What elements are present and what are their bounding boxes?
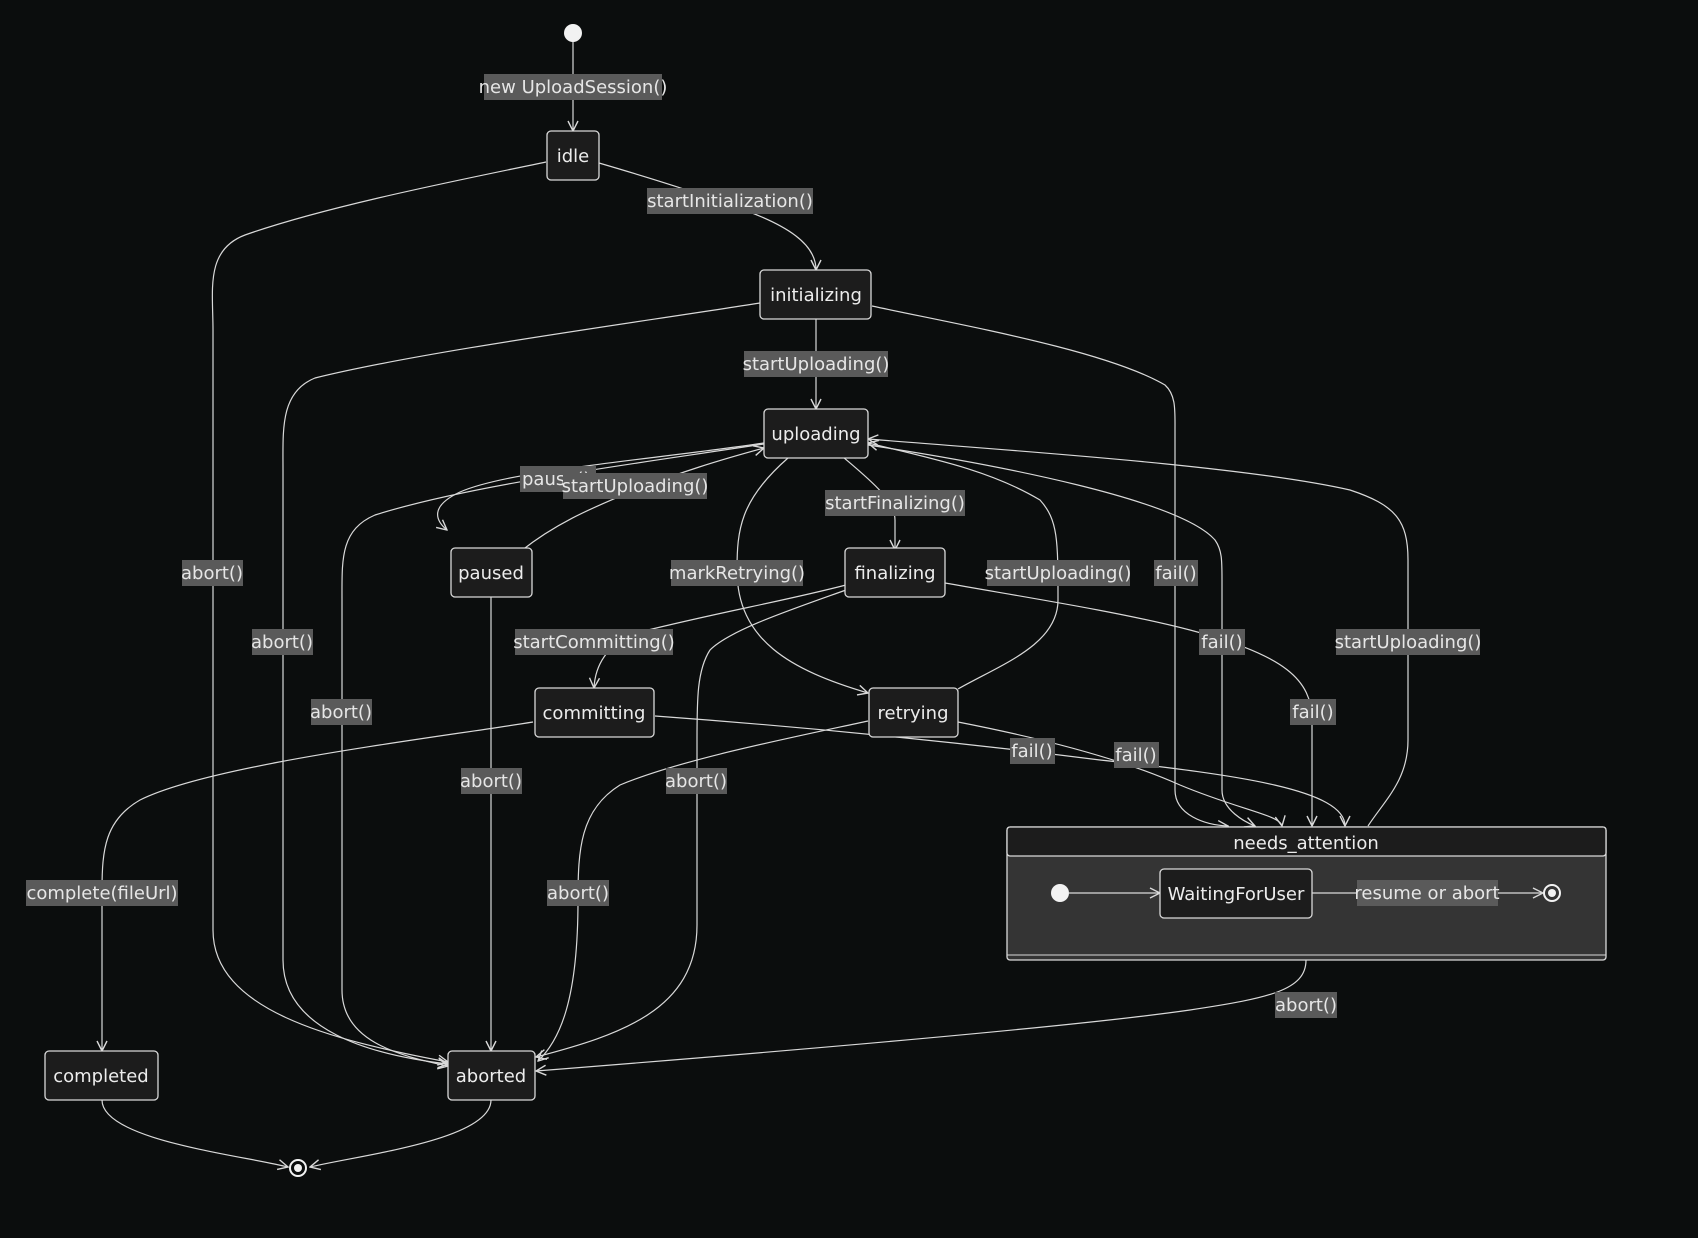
label-na-abort: abort() <box>1275 992 1337 1018</box>
edge-completed-to-end <box>101 1099 288 1167</box>
edge-idle-to-initializing <box>598 162 816 270</box>
state-needs-attention: needs_attention WaitingForUser resume or… <box>1006 826 1607 961</box>
state-uploading: uploading <box>763 408 869 459</box>
edge-committing-to-completed <box>102 721 534 1051</box>
state-committing: committing <box>534 687 655 738</box>
label-text: fail() <box>1011 741 1052 762</box>
label-retrying-fail: fail() <box>1114 742 1159 768</box>
label-text: startCommitting() <box>513 632 675 653</box>
state-label: uploading <box>771 424 860 445</box>
composite-title: needs_attention <box>1233 833 1378 854</box>
label-text: startInitialization() <box>647 191 813 212</box>
edge-needs-attention-to-uploading <box>868 439 1409 827</box>
label-na-start-uploading: startUploading() <box>1335 629 1482 655</box>
label-text: abort() <box>1275 995 1337 1016</box>
edge-initializing-to-aborted <box>282 302 761 1064</box>
edges <box>101 38 1409 1167</box>
label-text: fail() <box>1292 702 1333 723</box>
label-uploading-fail: fail() <box>1199 629 1245 655</box>
inner-final-state <box>1543 884 1561 902</box>
label-text: fail() <box>1201 632 1242 653</box>
label-paused-abort: abort() <box>460 768 522 794</box>
state-finalizing: finalizing <box>844 547 946 598</box>
state-completed: completed <box>44 1050 159 1101</box>
state-label: committing <box>543 703 646 724</box>
edge-uploading-to-needs-attention <box>867 444 1255 826</box>
edge-labels: new UploadSession() startInitialization(… <box>26 74 1481 1018</box>
label-text: resume or abort <box>1354 883 1499 904</box>
label-text: abort() <box>547 883 609 904</box>
label-finalizing-abort: abort() <box>665 768 727 794</box>
initial-state-dot <box>564 24 582 42</box>
label-resume-or-abort: resume or abort <box>1354 880 1500 906</box>
label-paused-start-uploading: startUploading() <box>562 473 709 499</box>
label-idle-abort: abort() <box>181 560 243 586</box>
edge-retrying-to-aborted <box>538 720 869 1061</box>
label-init-abort: abort() <box>251 629 313 655</box>
label-start-committing: startCommitting() <box>513 629 675 655</box>
state-aborted: aborted <box>447 1050 536 1101</box>
edge-retrying-to-uploading <box>868 443 1059 690</box>
label-retrying-start-uploading: startUploading() <box>985 560 1132 586</box>
edge-idle-to-aborted <box>211 161 547 1062</box>
final-state <box>289 1159 307 1177</box>
state-idle: idle <box>546 130 600 181</box>
label-text: abort() <box>460 771 522 792</box>
label-start-finalizing: startFinalizing() <box>825 490 965 516</box>
edge-uploading-to-aborted <box>341 443 765 1066</box>
label-text: startUploading() <box>562 476 709 497</box>
edge-paused-to-uploading <box>520 448 764 552</box>
state-label: retrying <box>877 703 948 724</box>
label-retrying-abort: abort() <box>547 880 609 906</box>
label-start-initialization: startInitialization() <box>647 188 813 214</box>
label-mark-retrying: markRetrying() <box>669 560 805 586</box>
label-text: startUploading() <box>985 563 1132 584</box>
label-text: complete(fileUrl) <box>26 883 177 904</box>
label-new-upload-session: new UploadSession() <box>479 74 668 100</box>
edge-aborted-to-end <box>310 1099 492 1167</box>
label-complete: complete(fileUrl) <box>26 880 178 906</box>
state-initializing: initializing <box>759 269 872 320</box>
state-retrying: retrying <box>868 687 959 738</box>
state-paused: paused <box>450 547 533 598</box>
label-init-start-uploading: startUploading() <box>743 351 890 377</box>
state-waiting-for-user: WaitingForUser <box>1159 868 1313 919</box>
state-label: initializing <box>770 285 862 306</box>
state-label: idle <box>557 146 590 167</box>
label-text: startUploading() <box>1335 632 1482 653</box>
edge-uploading-to-paused <box>438 442 765 530</box>
state-label: paused <box>458 563 524 584</box>
label-finalizing-fail: fail() <box>1290 699 1336 725</box>
label-text: startFinalizing() <box>825 493 965 514</box>
label-uploading-abort: abort() <box>310 699 372 725</box>
label-committing-fail: fail() <box>1010 738 1055 764</box>
label-text: fail() <box>1115 745 1156 766</box>
label-text: abort() <box>181 563 243 584</box>
state-label: finalizing <box>854 563 935 584</box>
state-label: WaitingForUser <box>1168 884 1305 905</box>
label-init-fail: fail() <box>1154 560 1198 586</box>
label-text: abort() <box>310 702 372 723</box>
edge-retrying-to-needs-attention <box>957 721 1282 826</box>
inner-initial-dot <box>1051 884 1069 902</box>
edge-needs-attention-to-aborted <box>536 959 1307 1071</box>
edge-finalizing-to-needs-attention <box>944 582 1312 826</box>
state-label: aborted <box>456 1066 526 1087</box>
edge-committing-to-needs-attention <box>654 715 1345 826</box>
label-text: abort() <box>665 771 727 792</box>
edge-initializing-to-needs-attention <box>871 305 1228 826</box>
state-label: completed <box>53 1066 149 1087</box>
edge-finalizing-to-committing <box>594 584 847 688</box>
label-text: markRetrying() <box>669 563 805 584</box>
label-text: abort() <box>251 632 313 653</box>
label-text: startUploading() <box>743 354 890 375</box>
label-text: fail() <box>1155 563 1196 584</box>
label-text: new UploadSession() <box>479 77 668 98</box>
edge-finalizing-to-aborted <box>536 589 847 1057</box>
